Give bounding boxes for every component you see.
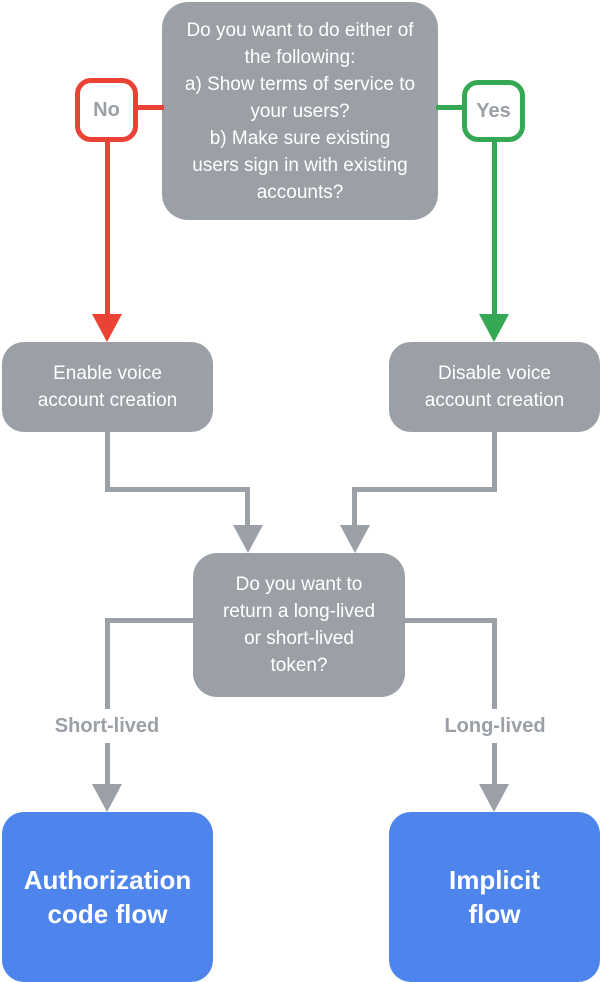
no-branch-arrowhead-icon xyxy=(92,314,122,342)
token-question-label: Do you want to return a long-lived or sh… xyxy=(222,574,376,676)
short-lived-horizontal-line xyxy=(105,618,193,623)
right-elbow-horizontal-line xyxy=(352,487,497,492)
top-question-node: Do you want to do either of the followin… xyxy=(162,2,438,220)
disable-node-label: Disable voice account creation xyxy=(424,363,565,411)
authorization-code-flow-node: Authorization code flow xyxy=(2,812,213,982)
yes-badge-label: Yes xyxy=(476,99,511,122)
left-elbow-vertical-line xyxy=(245,487,250,527)
long-lived-branch-label: Long-lived xyxy=(410,709,580,743)
short-lived-label-text: Short-lived xyxy=(54,714,160,737)
yes-branch-horizontal-line xyxy=(436,105,464,110)
implicit-flow-node: Implicit flow xyxy=(389,812,600,982)
yes-decision-badge: Yes xyxy=(462,80,525,142)
implicit-arrowhead-icon xyxy=(479,784,509,812)
yes-branch-arrowhead-icon xyxy=(479,314,509,342)
auth-code-arrowhead-icon xyxy=(92,784,122,812)
right-converge-arrowhead-icon xyxy=(340,525,370,553)
long-lived-vertical-line xyxy=(492,618,497,784)
auth-code-node-label: Authorization code flow xyxy=(23,865,192,929)
implicit-node-label: Implicit flow xyxy=(448,865,540,929)
enable-node-outgoing-line xyxy=(105,432,110,492)
right-elbow-vertical-line xyxy=(352,487,357,527)
left-elbow-horizontal-line xyxy=(105,487,248,492)
token-question-node: Do you want to return a long-lived or sh… xyxy=(193,553,405,697)
disable-node-outgoing-line xyxy=(492,430,497,492)
top-question-line-1: Do you want to do either of the followin… xyxy=(186,19,414,68)
top-question-line-3: b) Make sure existing users sign in with… xyxy=(192,127,408,203)
left-converge-arrowhead-icon xyxy=(233,525,263,553)
no-badge-label: No xyxy=(93,98,120,121)
no-branch-vertical-line xyxy=(105,140,110,316)
no-branch-horizontal-line xyxy=(136,105,164,110)
enable-voice-account-node: Enable voice account creation xyxy=(2,342,213,432)
yes-branch-vertical-line xyxy=(492,140,497,316)
long-lived-horizontal-line xyxy=(405,618,497,623)
no-decision-badge: No xyxy=(75,78,138,142)
disable-voice-account-node: Disable voice account creation xyxy=(389,342,600,432)
short-lived-vertical-line xyxy=(105,618,110,784)
short-lived-branch-label: Short-lived xyxy=(22,709,192,743)
long-lived-label-text: Long-lived xyxy=(444,714,546,737)
top-question-line-2: a) Show terms of service to your users? xyxy=(184,73,416,122)
enable-node-label: Enable voice account creation xyxy=(37,363,178,411)
